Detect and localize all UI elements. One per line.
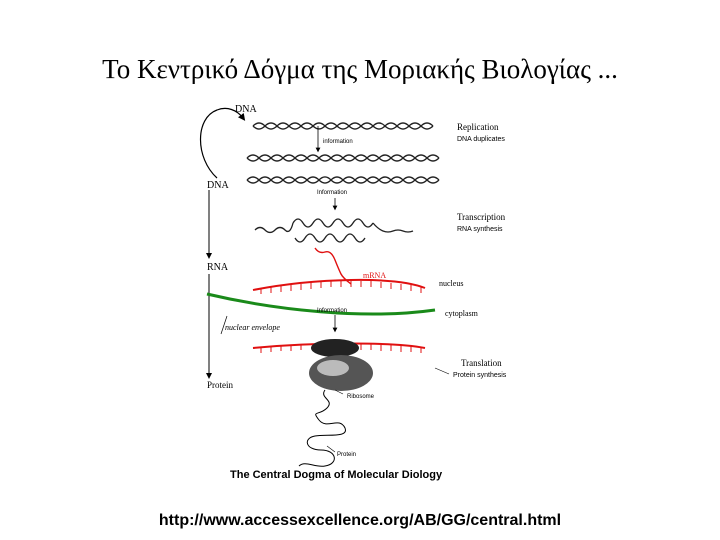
- slide-title: Το Κεντρικό Δόγμα της Μοριακής Βιολογίας…: [0, 54, 720, 85]
- label-nucleus: nucleus: [439, 279, 463, 288]
- label-information-cytoplasm: Information: [317, 308, 347, 314]
- label-rna: RNA: [207, 262, 229, 273]
- source-url-link[interactable]: http://www.accessexcellence.org/AB/GG/ce…: [0, 512, 720, 530]
- label-protein: Protein: [207, 380, 233, 390]
- transcription-bubble-bottom: [295, 234, 365, 242]
- label-dna-mid: DNA: [207, 180, 229, 191]
- label-dna-top: DNA: [235, 104, 257, 115]
- label-information-replication: information: [323, 139, 353, 145]
- dna-helix-bottom: [247, 155, 439, 183]
- transcription-bubble-top: [293, 219, 373, 227]
- dna-right-strand: [373, 223, 413, 232]
- label-dna-duplicates: DNA duplicates: [457, 136, 505, 143]
- label-protein-small: Protein: [337, 452, 356, 458]
- label-rna-synthesis: RNA synthesis: [457, 226, 503, 233]
- mrna-strand-nascent: [315, 248, 351, 284]
- label-protein-synthesis: Protein synthesis: [453, 372, 507, 379]
- label-replication: Replication: [457, 122, 499, 132]
- ribosome-highlight: [317, 360, 349, 376]
- diagram-caption: The Central Dogma of Molecular Diology: [230, 469, 443, 481]
- label-mrna: mRNA: [363, 271, 386, 280]
- label-ribosome: Ribosome: [347, 394, 375, 400]
- mrna-teeth-nucleus: [261, 281, 421, 294]
- label-cytoplasm: cytoplasm: [445, 309, 479, 318]
- dna-left-strand: [255, 223, 293, 233]
- dna-helix-top: [253, 123, 433, 129]
- label-transcription: Transcription: [457, 212, 506, 222]
- label-information-transcription: Information: [317, 190, 347, 196]
- central-dogma-diagram: DNA DNA RNA Protein information Replicat…: [195, 98, 535, 483]
- translation-pointer: [435, 368, 449, 374]
- replication-loop-arrow: [201, 108, 244, 178]
- label-translation: Translation: [461, 358, 502, 368]
- mrna-strand-nucleus: [253, 280, 425, 290]
- ribosome-small-subunit: [311, 339, 359, 357]
- label-nuclear-envelope: nuclear envelope: [225, 323, 280, 332]
